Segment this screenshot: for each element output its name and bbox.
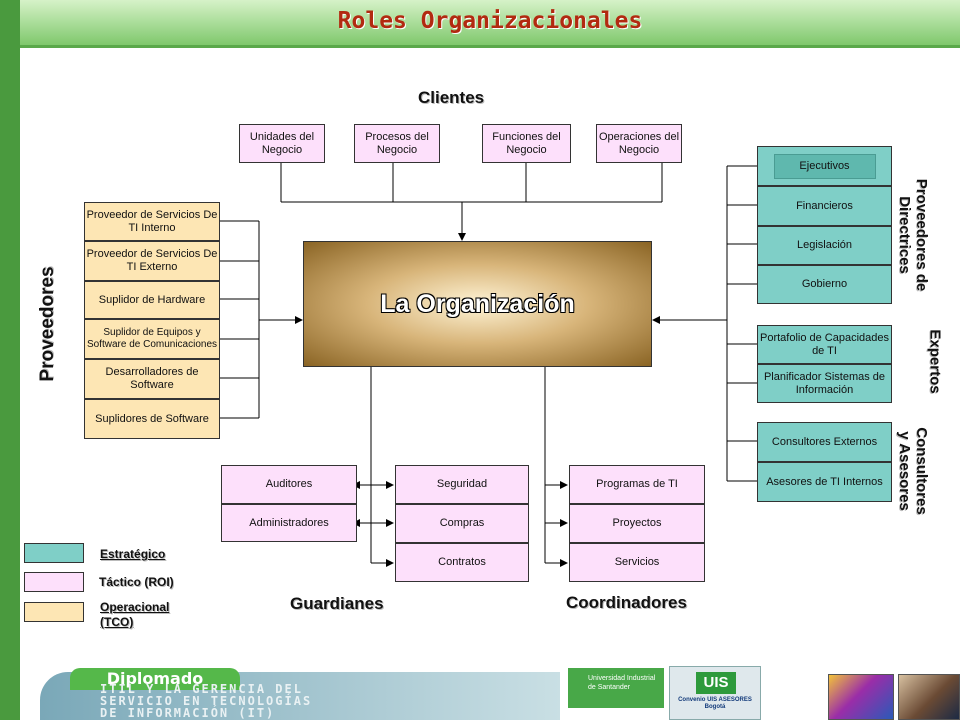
coordinador-box: Servicios xyxy=(569,543,705,582)
right-connector xyxy=(652,165,757,482)
expertos-label: Expertos xyxy=(926,329,944,394)
directriz-box: Financieros xyxy=(757,186,892,226)
legend-swatch-tactico xyxy=(24,572,84,592)
proveedores-directrices-label: Proveedores de Directrices xyxy=(896,178,930,292)
proveedor-box: Desarrolladores de Software xyxy=(84,359,220,399)
footer-line: DE INFORMACIÓN (IT) xyxy=(100,706,276,720)
cliente-box: Procesos del Negocio xyxy=(354,124,440,163)
guardian-box: Contratos xyxy=(395,543,529,582)
proveedor-box: Suplidor de Equipos y Software de Comuni… xyxy=(84,319,220,359)
guardian-box: Auditores xyxy=(221,465,357,504)
university-badge: Universidad Industrial de Santander xyxy=(568,668,664,708)
decorative-image xyxy=(828,674,894,720)
legend-swatch-operacional xyxy=(24,602,84,622)
legend-label-operacional: Operacional (TCO) xyxy=(100,600,170,629)
proveedor-box: Suplidor de Hardware xyxy=(84,281,220,319)
clientes-label: Clientes xyxy=(418,88,485,107)
cliente-box: Unidades del Negocio xyxy=(239,124,325,163)
legend-label-estrategico: Estratégico xyxy=(100,547,166,561)
consultor-box: Asesores de TI Internos xyxy=(757,462,892,502)
guardianes-label: Guardianes xyxy=(290,594,384,613)
proveedores-connector xyxy=(220,220,303,419)
experto-box: Portafolio de Capacidades de TI xyxy=(757,325,892,364)
coordinador-box: Programas de TI xyxy=(569,465,705,504)
decorative-photo xyxy=(898,674,960,720)
title-bar xyxy=(20,0,960,48)
legend-label-tactico: Táctico (ROI) xyxy=(99,575,174,589)
cliente-box: Funciones del Negocio xyxy=(482,124,571,163)
page-title: Roles Organizacionales xyxy=(337,8,643,34)
left-frame-rail xyxy=(0,0,20,720)
directriz-box: Ejecutivos xyxy=(757,146,892,186)
guardianes-connector xyxy=(352,367,394,567)
proveedor-box: Proveedor de Servicios De TI Interno xyxy=(84,202,220,241)
consultor-box: Consultores Externos xyxy=(757,422,892,462)
diplomado-badge: Diplomado xyxy=(70,668,240,690)
proveedor-box: Suplidores de Software xyxy=(84,399,220,439)
uis-logo-mark: UIS xyxy=(696,672,736,694)
organizacion-box: La Organización xyxy=(303,241,652,367)
coordinadores-connector xyxy=(544,367,568,567)
proveedores-label: Proveedores xyxy=(37,266,58,382)
ejecutivos-highlight: Ejecutivos xyxy=(773,153,876,179)
footer-line: ITIL Y LA GERENCIA DEL xyxy=(100,682,303,696)
guardian-box: Compras xyxy=(395,504,529,543)
organizacion-label: La Organización xyxy=(380,289,575,318)
experto-box: Planificador Sistemas de Información xyxy=(757,364,892,403)
legend-swatch-estrategico xyxy=(24,543,84,563)
coordinador-box: Proyectos xyxy=(569,504,705,543)
cliente-box: Operaciones del Negocio xyxy=(596,124,682,163)
guardian-box: Seguridad xyxy=(395,465,529,504)
directriz-box: Legislación xyxy=(757,226,892,265)
footer-line: SERVICIO EN TECNOLOGÍAS xyxy=(100,694,313,708)
coordinadores-label: Coordinadores xyxy=(566,593,687,612)
convenio-text: Convenio UIS ASESORES Bogotá xyxy=(678,697,752,710)
directriz-box: Gobierno xyxy=(757,265,892,304)
proveedor-box: Proveedor de Servicios De TI Externo xyxy=(84,241,220,281)
consultores-label: Consultores y Asesores xyxy=(896,427,930,515)
guardian-box: Administradores xyxy=(221,504,357,542)
clientes-connector xyxy=(280,163,663,241)
